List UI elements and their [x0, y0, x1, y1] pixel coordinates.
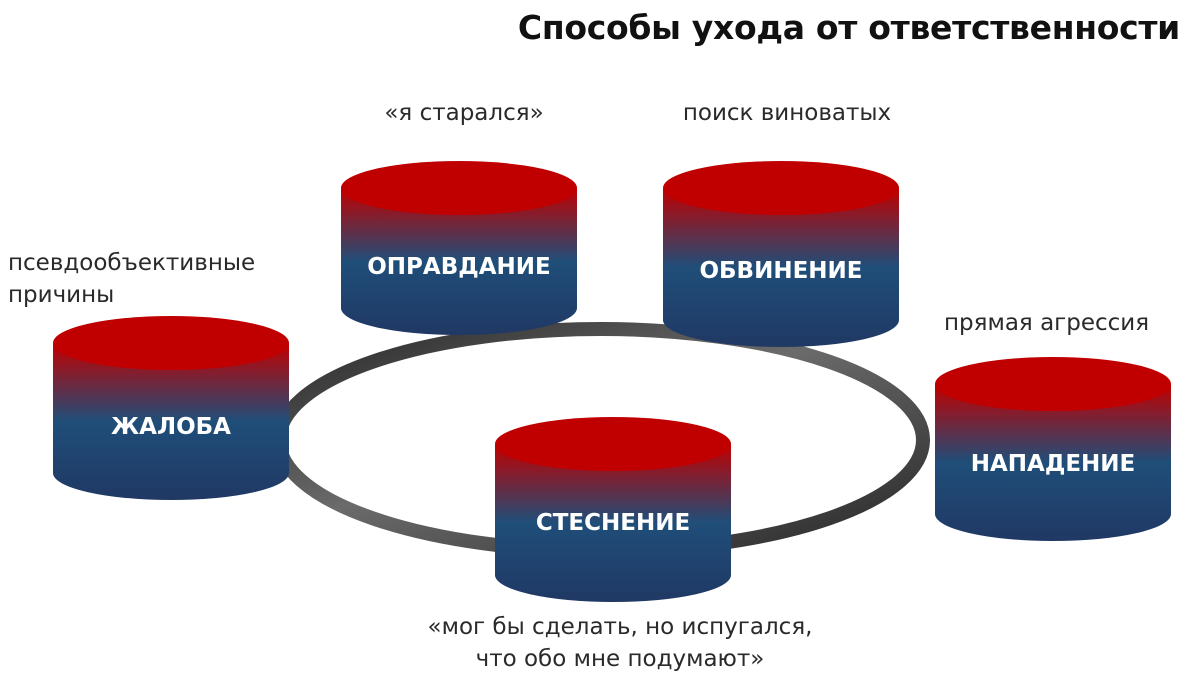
diagram-title: Способы ухода от ответственности: [517, 8, 1180, 47]
cylinder-body: [663, 188, 899, 347]
caption-complaint: псевдообъективные причины: [8, 250, 256, 308]
cylinder-label: ЖАЛОБА: [111, 414, 231, 440]
caption-attack: прямая агрессия: [944, 310, 1150, 336]
cylinder-top: [495, 417, 731, 471]
cylinder-body: [495, 444, 731, 602]
cylinder-body: [935, 384, 1171, 541]
cylinder-top: [663, 161, 899, 215]
cylinder-justification: ОПРАВДАНИЕ: [341, 161, 577, 335]
cylinder-label: ОПРАВДАНИЕ: [367, 254, 550, 280]
cylinder-label: СТЕСНЕНИЕ: [536, 510, 690, 536]
cylinder-label: ОБВИНЕНИЕ: [699, 258, 862, 284]
cylinder-body: [53, 343, 289, 500]
cylinder-label: НАПАДЕНИЕ: [971, 451, 1136, 477]
caption-accusation: поиск виноватых: [682, 100, 892, 126]
cylinder-complaint: ЖАЛОБА: [53, 316, 289, 500]
cylinder-attack: НАПАДЕНИЕ: [935, 357, 1171, 541]
cylinder-embarrassment: СТЕСНЕНИЕ: [495, 417, 731, 602]
cylinder-accusation: ОБВИНЕНИЕ: [663, 161, 899, 347]
cylinder-top: [341, 161, 577, 215]
cylinder-body: [341, 188, 577, 335]
cylinder-top: [935, 357, 1171, 411]
caption-justification: «я старался»: [384, 100, 544, 126]
caption-embarrassment: «мог бы сделать, но испугался, что обо м…: [427, 614, 813, 672]
cylinder-top: [53, 316, 289, 370]
